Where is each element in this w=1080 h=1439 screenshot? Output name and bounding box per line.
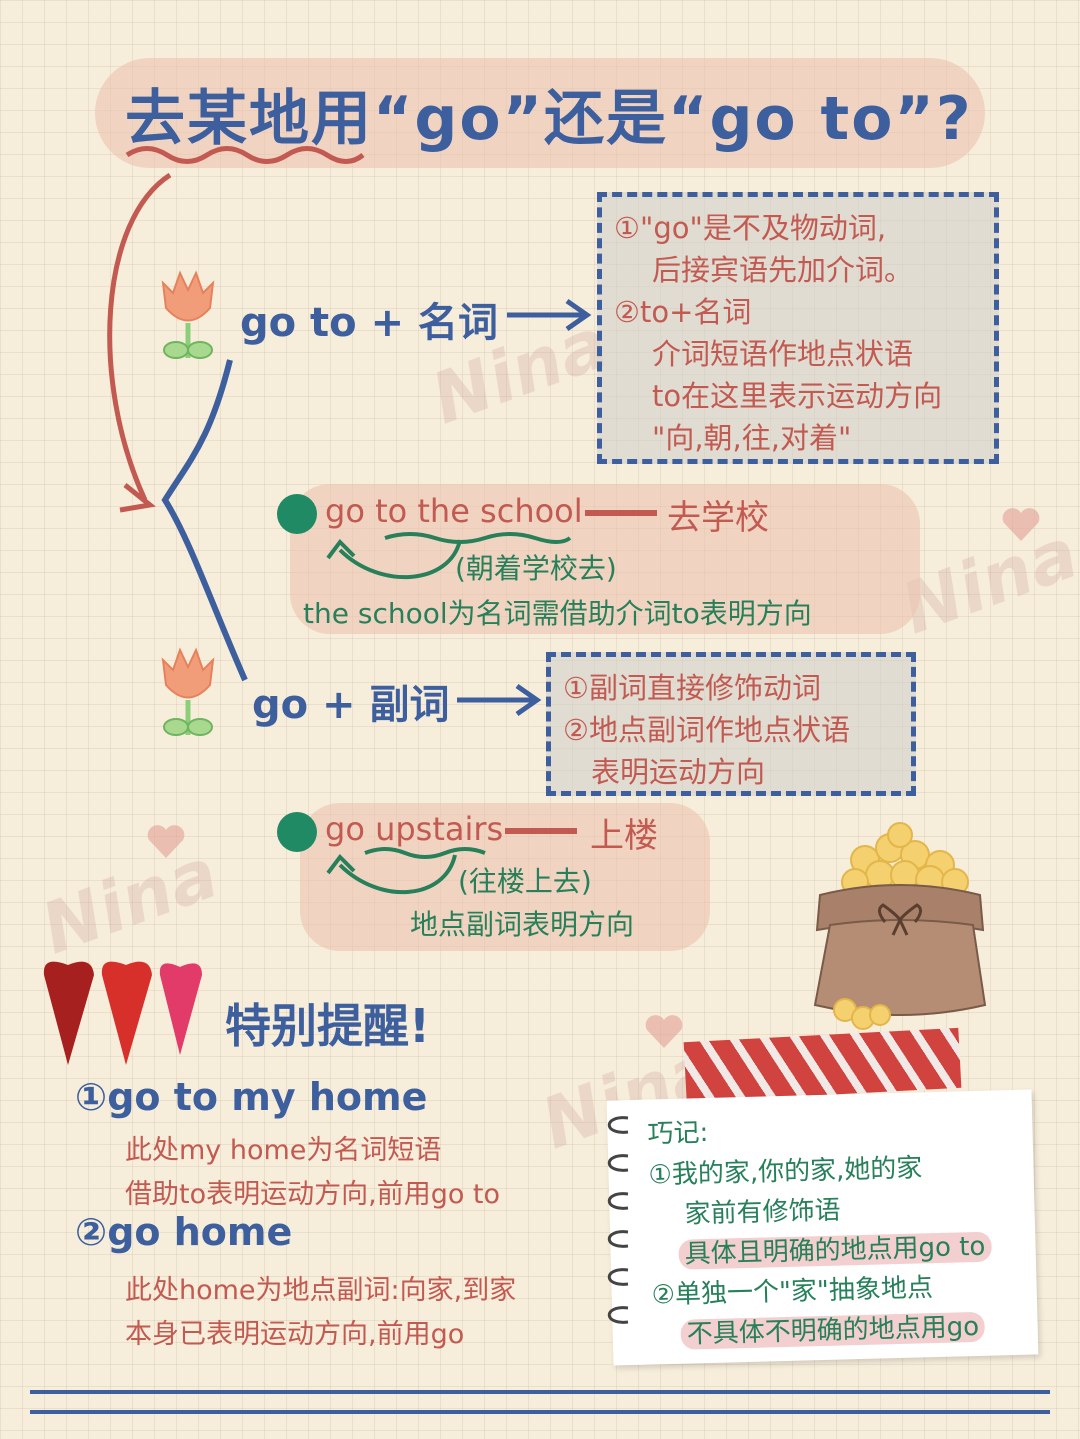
formula-go-adverb: go + 副词 xyxy=(252,682,450,728)
arrow-right-icon xyxy=(507,298,592,332)
tulip-icon xyxy=(161,647,215,736)
item-number: ① xyxy=(75,1075,108,1119)
highlight-text: 不具体不明确的地点用go xyxy=(680,1311,986,1350)
arrow-right-icon xyxy=(457,683,542,717)
curved-arrow-icon xyxy=(326,532,572,580)
example-band xyxy=(300,803,710,951)
grain-sack-illustration xyxy=(813,822,987,1030)
note-card: 巧记: ①我的家,你的家,她的家 家前有修饰语 具体且明确的地点用go to ②… xyxy=(606,1089,1039,1366)
reminder-item-2-heading: ②go home xyxy=(75,1210,292,1254)
example-phrase: go to the school xyxy=(325,492,583,530)
explanation-box-go-adverb: ①副词直接修饰动词 ②地点副词作地点状语 表明运动方向 xyxy=(546,652,916,796)
branch-curves xyxy=(107,172,248,682)
footer-lines xyxy=(30,1390,1050,1414)
reminder-item-1-line: 借助to表明运动方向,前用go to xyxy=(125,1179,501,1210)
formula-go-to-noun: go to + 名词 xyxy=(240,300,499,346)
example-meaning: 去学校 xyxy=(667,498,769,538)
bullet-dot xyxy=(277,812,317,852)
highlight-text: 具体且明确的地点用go to xyxy=(678,1231,992,1270)
reminder-title: 特别提醒! xyxy=(225,999,430,1053)
item-phrase: go to my home xyxy=(107,1075,428,1119)
page-title: 去某地用“go”还是“go to”? xyxy=(125,84,973,154)
heart-icon xyxy=(645,1015,683,1048)
example-note: the school为名词需借助介词to表明方向 xyxy=(303,597,812,630)
watermark: Nina xyxy=(31,831,229,971)
explanation-box-go-to: ①"go"是不及物动词, 后接宾语先加介词。 ②to+名词 介词短语作地点状语 … xyxy=(597,192,999,464)
curved-arrow-icon xyxy=(326,847,486,895)
reminder-item-1-heading: ①go to my home xyxy=(75,1075,427,1119)
three-hearts-icon xyxy=(43,961,202,1065)
example-band xyxy=(290,484,920,634)
washi-tape xyxy=(683,1027,962,1103)
item-phrase: go home xyxy=(107,1210,293,1254)
example-paraphrase: (往楼上去) xyxy=(458,865,592,898)
reminder-item-1-line: 此处my home为名词短语 xyxy=(125,1135,442,1166)
example-meaning: 上楼 xyxy=(590,816,658,856)
bullet-dot xyxy=(277,494,317,534)
reminder-item-2-line: 此处home为地点副词:向家,到家 xyxy=(125,1275,517,1306)
title-highlight xyxy=(95,58,985,168)
title-underline-squiggle xyxy=(125,146,365,164)
reminder-item-2-line: 本身已表明运动方向,前用go xyxy=(125,1319,465,1350)
dash-separator xyxy=(585,510,657,516)
heart-icon xyxy=(1002,508,1040,541)
example-paraphrase: (朝着学校去) xyxy=(455,552,617,585)
example-note: 地点副词表明方向 xyxy=(410,908,635,941)
heart-icon xyxy=(147,825,185,858)
example-phrase: go upstairs xyxy=(325,810,504,848)
item-number: ② xyxy=(75,1210,108,1254)
dash-separator xyxy=(505,828,577,834)
spiral-binding xyxy=(607,1116,629,1324)
tulip-icon xyxy=(161,270,215,359)
